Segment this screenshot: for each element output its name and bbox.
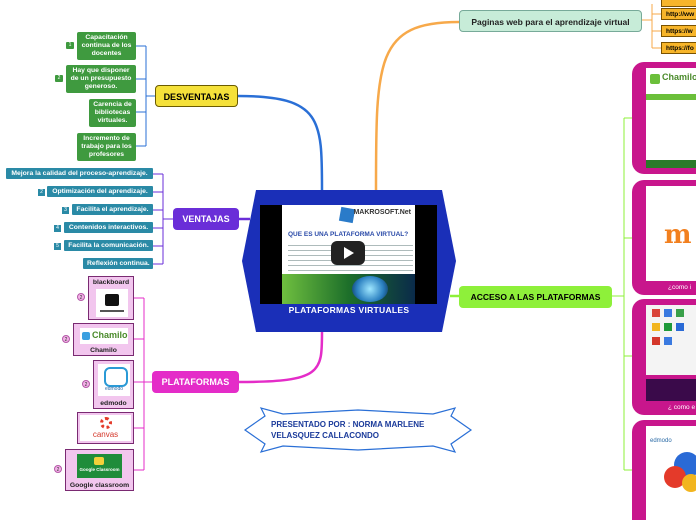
platform-label: blackboard	[92, 279, 130, 286]
access-caption: ¿ como e	[668, 404, 696, 411]
moodle-screenshot: m	[646, 186, 696, 281]
ventaja-badge: 4	[54, 225, 61, 232]
platform-canvas[interactable]: canvas	[77, 412, 134, 444]
platform-chamilo[interactable]: Chamilo Chamilo	[73, 323, 134, 356]
desventaja-item[interactable]: Hay que disponer de un presupuesto gener…	[66, 65, 136, 93]
ventaja-item[interactable]: Contenidos interactivos.	[64, 222, 153, 233]
ventaja-item[interactable]: Mejora la calidad del proceso-aprendizaj…	[6, 168, 153, 179]
platform-edmodo[interactable]: edmodo edmodo	[93, 360, 134, 409]
google-classroom-icon: Google Classroom	[77, 454, 122, 478]
edmodo-screenshot: edmodo	[646, 426, 696, 520]
access-caption: ¿como i	[668, 284, 692, 291]
chamilo-screenshot: Chamilo	[646, 68, 696, 168]
desventaja-item[interactable]: Carencia de bibliotecas virtuales.	[89, 99, 136, 127]
ventaja-item[interactable]: Reflexión continua.	[83, 258, 153, 269]
platform-google-classroom[interactable]: Google Classroom Google classroom	[65, 449, 134, 491]
topic-ventajas[interactable]: VENTAJAS	[173, 208, 239, 230]
video-embed[interactable]: MAKROSOFT.Net QUE ES UNA PLATAFORMA VIRT…	[260, 205, 437, 304]
video-banner	[282, 274, 415, 304]
url-link[interactable]: http://ww	[661, 8, 696, 20]
platform-badge: 2	[62, 335, 70, 343]
topic-desventajas[interactable]: DESVENTAJAS	[155, 85, 238, 107]
platform-label: Google classroom	[69, 482, 130, 489]
url-link[interactable]: https://w	[661, 25, 696, 37]
desventaja-badge: 2	[55, 75, 63, 82]
url-link[interactable]: https://fo	[661, 42, 696, 54]
platform-label: Chamilo	[90, 347, 117, 354]
ventaja-badge: 5	[54, 243, 61, 250]
chamilo-logo-icon: Chamilo	[80, 328, 128, 344]
presenter-shape	[243, 407, 473, 453]
ventaja-item[interactable]: Facilita el aprendizaje.	[72, 204, 153, 215]
platform-badge: 2	[82, 380, 90, 388]
access-thumb[interactable]: m ¿como i	[632, 180, 696, 295]
topic-plataformas[interactable]: PLATAFORMAS	[152, 371, 239, 393]
topic-acceso[interactable]: ACCESO A LAS PLATAFORMAS	[459, 286, 612, 308]
ventaja-badge: 2	[38, 189, 45, 196]
platform-badge: 2	[77, 293, 85, 301]
desventaja-badge: 1	[66, 42, 74, 49]
platform-badge: 2	[54, 465, 62, 473]
canvas-logo-icon: canvas	[80, 415, 131, 441]
edmodo-logo-icon: edmodo	[98, 364, 130, 396]
desventaja-item[interactable]: Capacitación continua de los docentes	[77, 32, 136, 60]
desventaja-item[interactable]: Incremento de trabajo para los profesore…	[77, 133, 136, 161]
access-thumb[interactable]: ¿ como e	[632, 299, 696, 415]
presenter-node: PRESENTADO POR : NORMA MARLENE VELASQUEZ…	[243, 406, 473, 454]
presenter-label: PRESENTADO POR : NORMA MARLENE VELASQUEZ…	[271, 420, 425, 440]
url-link[interactable]	[661, 0, 696, 7]
video-question: QUE ES UNA PLATAFORMA VIRTUAL?	[288, 231, 409, 238]
platform-blackboard[interactable]: blackboard	[88, 276, 134, 320]
video-logo-text: MAKROSOFT.Net	[353, 209, 411, 216]
platform-label: edmodo	[100, 400, 127, 407]
video-thumbnail: MAKROSOFT.Net QUE ES UNA PLATAFORMA VIRT…	[282, 205, 415, 304]
central-title: PLATAFORMAS VIRTUALES	[288, 305, 410, 315]
blackboard-logo-icon	[96, 289, 128, 317]
dark-banner	[646, 379, 696, 401]
access-thumb[interactable]: edmodo	[632, 420, 696, 520]
ventaja-item[interactable]: Optimización del aprendizaje.	[47, 186, 153, 197]
google-apps-screenshot	[646, 305, 696, 375]
globe-image	[352, 276, 388, 302]
ventaja-badge: 3	[62, 207, 69, 214]
ventaja-item[interactable]: Facilita la comunicación.	[64, 240, 153, 251]
play-icon[interactable]	[331, 241, 365, 265]
topic-paginas-web[interactable]: Paginas web para el aprendizaje virtual	[459, 10, 642, 32]
access-thumb[interactable]: Chamilo	[632, 62, 696, 174]
